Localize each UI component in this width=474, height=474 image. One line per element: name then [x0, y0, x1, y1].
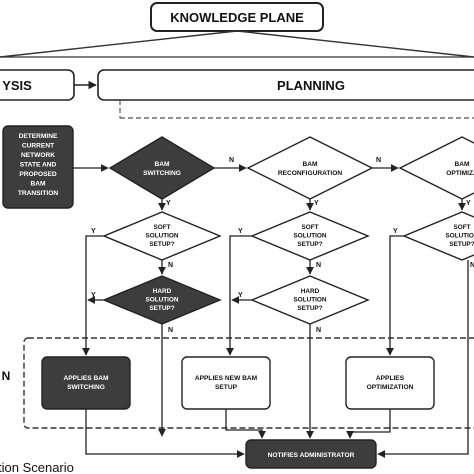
text-line: PROPOSED	[19, 171, 57, 178]
applies-optimization-box	[345, 356, 435, 410]
conn-optim-down	[346, 409, 391, 439]
label-y-1: Y	[166, 200, 171, 207]
bam-switching-diamond	[108, 136, 216, 200]
roof-left	[0, 30, 238, 58]
yn-labels: N N Y Y Y Y Y Y N N N Y Y N N	[91, 157, 474, 334]
applies-new-bam-setup-text: APPLIES NEW BAM SETUP	[195, 375, 258, 391]
notifies-administrator-box	[245, 439, 377, 469]
text-line: SETUP	[215, 384, 238, 391]
text-line: SOFT	[301, 224, 318, 231]
connectors	[73, 164, 469, 458]
applies-optimization-text: APPLIES OPTIMIZATION	[367, 375, 414, 391]
conn-bam-switch-down	[85, 409, 245, 458]
label-n-4: N	[316, 262, 321, 269]
text-line: SOFT	[453, 224, 470, 231]
text-line: SOLUTION	[445, 233, 474, 240]
roof-right	[236, 30, 474, 58]
bam-reconfiguration-diamond	[246, 136, 374, 200]
caption: tion Scenario	[0, 460, 74, 474]
text-line: BAM	[454, 161, 470, 168]
text-line: APPLIES	[376, 375, 405, 382]
text-line: BAM	[154, 161, 170, 168]
bam-optimization-text: BAM OPTIMIZA	[446, 161, 474, 177]
label-n-6: N	[168, 327, 173, 334]
left-region-label: N	[2, 369, 11, 383]
label-y-3: Y	[466, 200, 471, 207]
label-y-4: Y	[91, 228, 96, 235]
text-line: NOTIFIES ADMINISTRATOR	[268, 452, 355, 459]
label-y-6: Y	[393, 228, 398, 235]
planning-label: PLANNING	[277, 78, 345, 93]
planning-band	[97, 69, 474, 101]
applies-new-bam-setup-box	[181, 356, 271, 410]
conn-soft2-yes	[226, 235, 252, 356]
determine-box	[2, 125, 74, 209]
knowledge-plane-title: KNOWLEDGE PLANE	[170, 10, 304, 25]
text-line: SOLUTION	[145, 297, 178, 304]
label-n-2: N	[376, 157, 381, 164]
text-line: OPTIMIZA	[446, 170, 474, 177]
notifies-administrator-text: NOTIFIES ADMINISTRATOR	[268, 452, 355, 459]
text-line: HARD	[153, 288, 172, 295]
label-n-7: N	[316, 327, 321, 334]
text-line: OPTIMIZATION	[367, 384, 414, 391]
label-y-5: Y	[238, 228, 243, 235]
applies-bam-switching-text: APPLIES BAM SWITCHING	[63, 375, 109, 391]
text-line: SOLUTION	[145, 233, 178, 240]
text-line: APPLIES BAM	[63, 375, 109, 382]
text-line: APPLIES NEW BAM	[195, 375, 258, 382]
text-line: SETUP?	[297, 305, 322, 312]
bam-reconfiguration-text: BAM RECONFIGURATION	[278, 161, 343, 177]
text-line: TRANSITION	[18, 190, 59, 197]
text-line: SOFT	[153, 224, 170, 231]
bam-optimization-diamond	[398, 136, 474, 200]
text-line: HARD	[301, 288, 320, 295]
text-line: STATE AND	[20, 162, 57, 169]
conn-soft1-yes	[82, 235, 104, 356]
text-line: BAM	[30, 181, 46, 188]
text-line: SWITCHING	[143, 170, 181, 177]
determine-text: DETERMINE CURRENT NETWORK STATE AND PROPOSED…	[18, 133, 59, 197]
soft-solution-diamond-3	[402, 211, 474, 261]
dashed-action-region	[23, 337, 474, 429]
text-line: SETUP?	[149, 305, 174, 312]
conn-soft3-yes	[386, 235, 404, 356]
text-line: SOLUTION	[293, 297, 326, 304]
label-n-1: N	[229, 157, 234, 164]
label-y-7: Y	[91, 292, 96, 299]
text-line: CURRENT	[22, 143, 54, 150]
label-n-5: N	[470, 262, 474, 269]
conn-new-bam-down	[225, 409, 266, 439]
text-line: SETUP?	[297, 241, 322, 248]
text-line: SOLUTION	[293, 233, 326, 240]
text-line: DETERMINE	[19, 133, 58, 140]
text-line: BAM	[302, 161, 318, 168]
text-line: RECONFIGURATION	[278, 170, 343, 177]
bam-switching-text: BAM SWITCHING	[143, 161, 181, 177]
text-line: NETWORK	[21, 152, 55, 159]
text-line: SWITCHING	[67, 384, 105, 391]
analysis-label: YSIS	[2, 78, 32, 93]
text-line: SETUP?	[449, 241, 474, 248]
conn-right-down	[377, 260, 469, 458]
label-y-2: Y	[314, 200, 319, 207]
label-n-3: N	[168, 262, 173, 269]
text-line: SETUP?	[149, 241, 174, 248]
applies-bam-switching-box	[41, 356, 131, 410]
label-y-8: Y	[238, 292, 243, 299]
